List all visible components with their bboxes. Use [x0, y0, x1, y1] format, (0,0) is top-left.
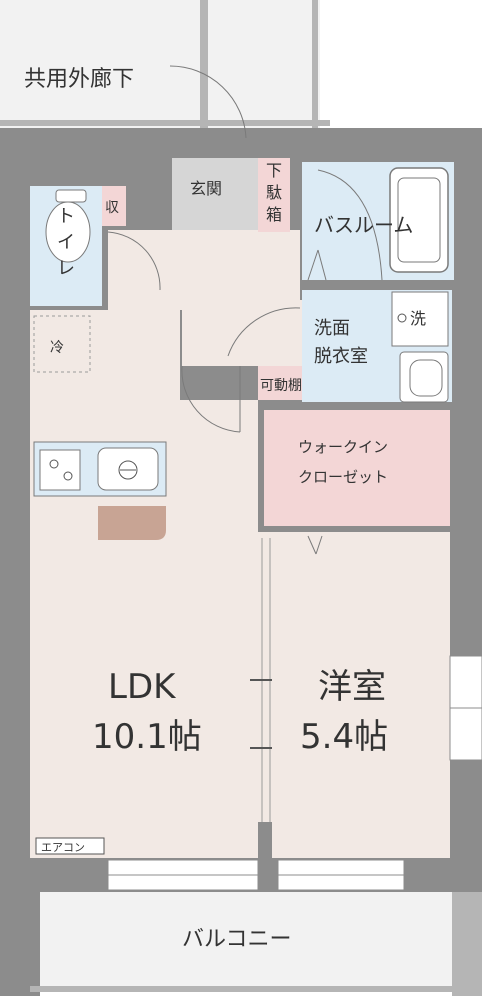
entrance-room	[172, 158, 258, 230]
balcony-label: バルコニー	[182, 927, 292, 952]
kitchen-sink	[97, 447, 159, 491]
western-size-label: 5.4帖	[300, 717, 388, 757]
washing-machine-label: 洗	[410, 309, 426, 328]
shoe-box-label: 下駄箱	[266, 161, 282, 224]
western-room	[272, 532, 450, 858]
fridge-label: 冷	[50, 340, 64, 356]
ldk-name-label: LDK	[108, 667, 177, 707]
aircon-label: エアコン	[41, 841, 85, 854]
walkin-label-line1: ウォークイン	[298, 438, 388, 456]
movable-shelf	[258, 366, 302, 400]
walkin-label-line2: クローゼット	[298, 468, 388, 486]
washroom-label-line2: 脱衣室	[314, 346, 368, 367]
toilet-bowl	[45, 201, 91, 263]
washroom-label-line1: 洗面	[314, 318, 350, 339]
bathroom-label: バスルーム	[314, 213, 413, 237]
shoe-box	[258, 158, 290, 232]
corridor-area	[0, 0, 320, 128]
movable-shelf-label: 可動棚	[260, 378, 302, 394]
entrance-label: 玄関	[190, 179, 222, 198]
aircon-tag	[35, 837, 105, 855]
counter-extension	[98, 506, 166, 540]
ldk-room	[30, 310, 180, 410]
storage-label: 収	[105, 200, 119, 216]
ldk-size-label: 10.1帖	[92, 717, 202, 757]
balcony-area	[30, 892, 458, 988]
storage-room	[102, 186, 126, 226]
bathtub	[389, 167, 449, 273]
walkin-closet	[264, 410, 450, 526]
western-name-label: 洋室	[318, 667, 386, 707]
corridor-label: 共用外廊下	[24, 67, 134, 92]
hallway	[108, 230, 300, 310]
toilet-label: トイレ	[57, 206, 75, 279]
washing-machine-pan	[391, 291, 449, 347]
fridge-space	[33, 315, 91, 373]
